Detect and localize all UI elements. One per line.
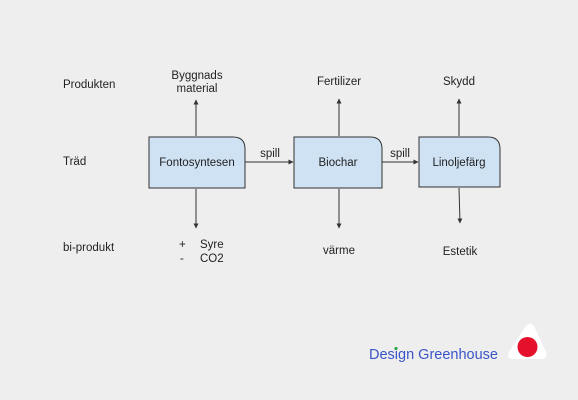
spill-label-2: spill [390,148,410,160]
arrow-down-aesthetics [457,187,463,224]
brand-green-dot [394,346,398,351]
row-label-products: Produkten [63,79,115,91]
row-label-tree: Träd [63,156,86,168]
box-photosynthesis-label: Fontosyntesen [159,157,234,169]
brand-name: Design Greenhouse [369,347,498,363]
spill-label-1: spill [260,148,280,160]
byproduct-minus-sign: - [180,253,184,265]
box-biochar [293,136,383,189]
byproduct-co2: CO2 [200,253,224,265]
byproduct-plus-sign: + [179,239,186,251]
box-biochar-label: Biochar [319,157,358,169]
product-building-line2: material [177,83,218,95]
box-linseed [418,136,501,188]
row-label-byproducts: bi-produkt [63,242,115,254]
box-linseed-label: Linoljefärg [432,157,485,169]
brand-logo-icon [508,324,547,359]
byproduct-oxygen: Syre [200,239,224,251]
product-protection: Skydd [443,76,475,88]
product-building-line1: Byggnads [171,70,222,82]
box-photosynthesis [148,136,246,189]
product-fertilizer: Fertilizer [317,76,361,88]
byproduct-heat: värme [323,245,355,257]
byproduct-aesthetics: Estetik [443,246,478,258]
